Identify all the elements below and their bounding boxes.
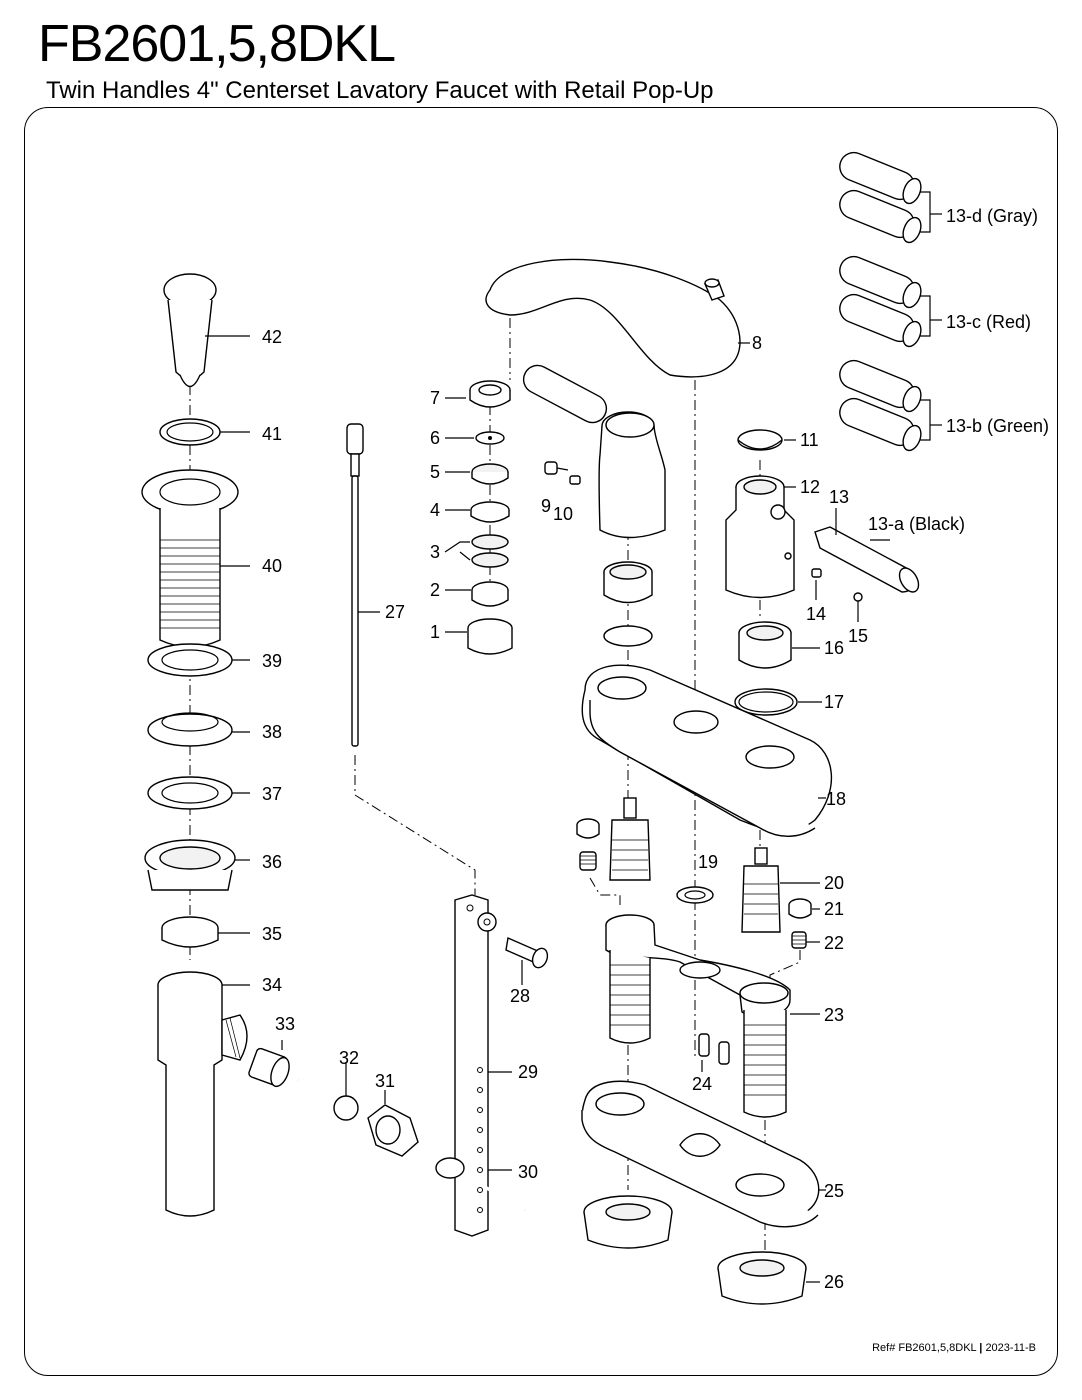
handle-sleeve-13d-gray [839, 151, 942, 244]
label-13a: 13-a (Black) [868, 514, 965, 534]
right-handle-assembly [725, 429, 920, 622]
label-25: 25 [824, 1181, 844, 1201]
label-27: 27 [385, 602, 405, 622]
label-6: 6 [430, 428, 440, 448]
footer-separator: | [979, 1342, 983, 1354]
base-plate [581, 1080, 826, 1228]
footer-version: 2023-11-B [985, 1342, 1036, 1354]
handle-sleeve-13c-red [839, 255, 942, 348]
lift-rod [346, 423, 380, 747]
bonnet-nut-and-oring [734, 621, 822, 716]
gasket-19 [676, 886, 714, 904]
label-13c: 13-c (Red) [946, 312, 1031, 332]
label-41: 41 [262, 424, 282, 444]
label-3: 3 [430, 542, 440, 562]
mounting-nut-right-26 [717, 1251, 820, 1305]
label-29: 29 [518, 1062, 538, 1082]
label-34: 34 [262, 975, 282, 995]
label-18: 18 [826, 789, 846, 809]
waterway-body [605, 914, 820, 1118]
cartridge-right-20 [741, 847, 820, 949]
label-15: 15 [848, 626, 868, 646]
aerator-parts [444, 380, 513, 655]
drain-stopper-42 [163, 273, 250, 388]
label-26: 26 [824, 1272, 844, 1292]
reference-footer: Ref# FB2601,5,8DKL | 2023-11-B [872, 1342, 1036, 1354]
part-labels: 42 41 40 39 38 37 36 35 34 33 32 31 30 2… [262, 206, 1049, 1292]
label-14: 14 [806, 604, 826, 624]
pivot-rod-assembly [297, 1062, 526, 1212]
left-handle-assembly [522, 364, 666, 647]
label-12: 12 [800, 477, 820, 497]
label-28: 28 [510, 986, 530, 1006]
label-33: 33 [275, 1014, 295, 1034]
label-13b: 13-b (Green) [946, 416, 1049, 436]
drain-body-34 [157, 971, 250, 1217]
cartridge-left [576, 797, 651, 881]
label-5: 5 [430, 462, 440, 482]
label-21: 21 [824, 899, 844, 919]
label-35: 35 [262, 924, 282, 944]
label-38: 38 [262, 722, 282, 742]
label-11: 11 [800, 430, 819, 450]
label-20: 20 [824, 873, 844, 893]
label-32: 32 [339, 1048, 359, 1068]
label-1: 1 [430, 622, 440, 642]
label-37: 37 [262, 784, 282, 804]
label-40: 40 [262, 556, 282, 576]
spout-body [485, 258, 750, 378]
escutcheon-plate [581, 664, 833, 837]
handle-sleeve-13b-green [839, 359, 942, 452]
label-13d: 13-d (Gray) [946, 206, 1038, 226]
diagram-frame [24, 107, 1058, 1376]
label-42: 42 [262, 327, 282, 347]
label-30: 30 [518, 1162, 538, 1182]
page-subtitle: Twin Handles 4" Centerset Lavatory Fauce… [46, 77, 714, 104]
label-13: 13 [829, 487, 849, 507]
label-24: 24 [692, 1074, 712, 1094]
label-31: 31 [375, 1071, 395, 1091]
footer-ref: Ref# FB2601,5,8DKL [872, 1342, 977, 1354]
label-4: 4 [430, 500, 440, 520]
page-title: FB2601,5,8DKL [38, 15, 396, 73]
mounting-nut-left [583, 1195, 673, 1249]
label-2: 2 [430, 580, 440, 600]
label-8: 8 [752, 333, 762, 353]
drain-washers-35-39 [144, 643, 250, 948]
label-10: 10 [553, 504, 573, 524]
drain-flange-40 [141, 469, 250, 648]
label-7: 7 [430, 388, 440, 408]
label-36: 36 [262, 852, 282, 872]
label-17: 17 [824, 692, 844, 712]
label-16: 16 [824, 638, 844, 658]
clevis-strap [454, 894, 549, 1237]
label-23: 23 [824, 1005, 844, 1025]
gasket-41 [159, 418, 250, 446]
label-9: 9 [541, 496, 551, 516]
label-39: 39 [262, 651, 282, 671]
label-19: 19 [698, 852, 718, 872]
pivot-nut [248, 1040, 290, 1088]
label-22: 22 [824, 933, 844, 953]
